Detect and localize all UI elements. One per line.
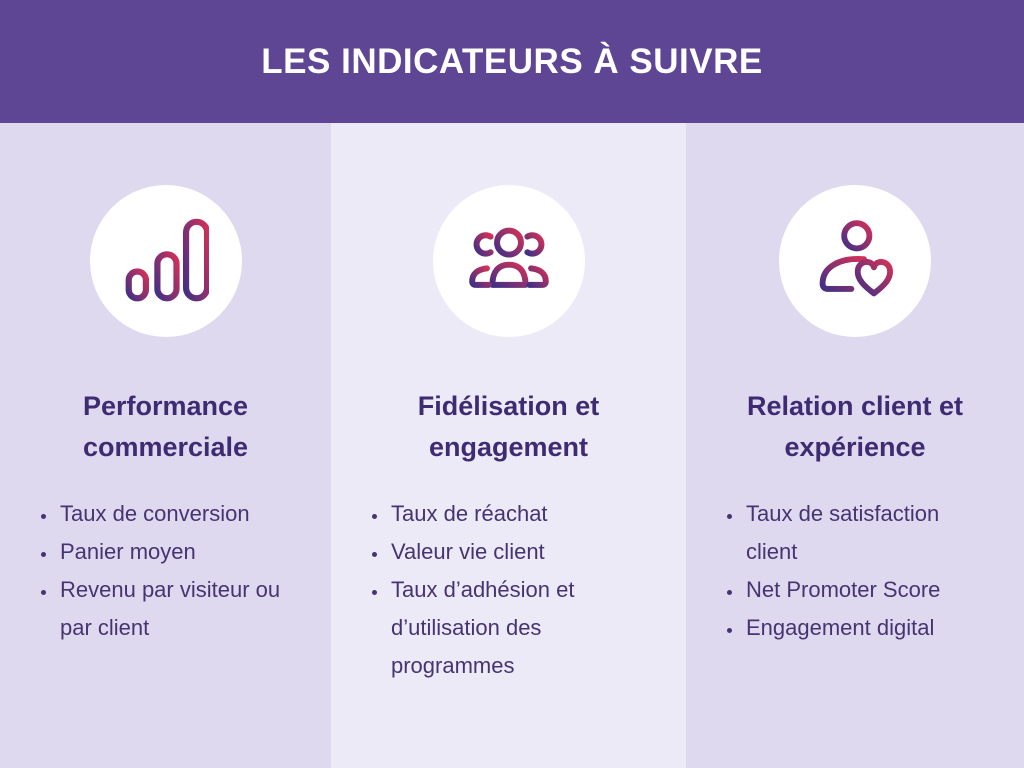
list-item: Revenu par visiteur ou par client: [58, 571, 301, 647]
column-fidelisation-engagement: Fidélisation et engagement Taux de réach…: [331, 123, 686, 768]
column-performance-commerciale: Performance commerciale Taux de conversi…: [0, 123, 331, 768]
column-heading: Relation client et expérience: [746, 391, 964, 462]
list-item: Engagement digital: [744, 609, 994, 647]
page-title: LES INDICATEURS À SUIVRE: [261, 41, 763, 81]
column-list: Taux de conversion Panier moyen Revenu p…: [0, 495, 331, 647]
list-item: Taux de satisfaction client: [744, 495, 994, 571]
list-item: Taux de conversion: [58, 495, 301, 533]
list-item: Taux de réachat: [389, 495, 644, 533]
icon-circle: [89, 185, 242, 337]
list-item: Net Promoter Score: [744, 571, 994, 609]
list-item: Panier moyen: [58, 533, 301, 571]
team-icon: [468, 227, 549, 288]
list-item: Taux d’adhésion et d’utilisation des pro…: [389, 571, 644, 685]
person-heart-icon: [819, 220, 894, 297]
columns-container: Performance commerciale Taux de conversi…: [0, 123, 1024, 768]
column-heading: Fidélisation et engagement: [417, 391, 600, 462]
column-heading: Performance commerciale: [82, 391, 249, 462]
bar-chart-icon: [125, 218, 209, 302]
column-list: Taux de satisfaction client Net Promoter…: [686, 495, 1024, 647]
icon-circle: [779, 185, 931, 337]
header-band: LES INDICATEURS À SUIVRE: [0, 0, 1024, 123]
column-relation-client: Relation client et expérience Taux de sa…: [686, 123, 1024, 768]
column-list: Taux de réachat Valeur vie client Taux d…: [331, 495, 686, 685]
list-item: Valeur vie client: [389, 533, 644, 571]
icon-circle: [432, 185, 585, 337]
